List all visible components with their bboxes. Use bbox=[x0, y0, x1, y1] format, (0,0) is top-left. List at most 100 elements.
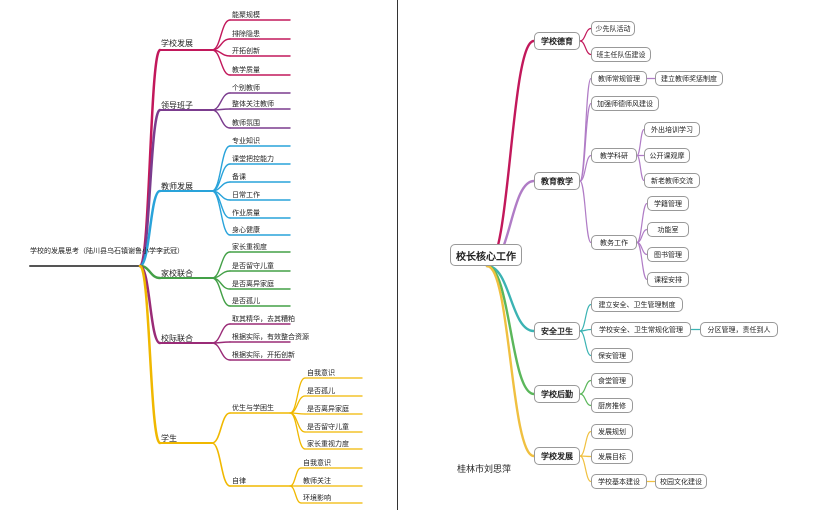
left-leaf[interactable]: 教师氛围 bbox=[232, 119, 260, 127]
left-sub-branch[interactable]: 自律 bbox=[232, 477, 246, 485]
right-leaf[interactable]: 建立安全、卫生管理制度 bbox=[591, 297, 683, 312]
connector bbox=[138, 264, 162, 445]
connector bbox=[485, 264, 536, 333]
left-leaf[interactable]: 家长重视度 bbox=[232, 243, 267, 251]
right-leaf[interactable]: 发展规划 bbox=[591, 424, 633, 439]
left-branch-students[interactable]: 学生 bbox=[161, 434, 177, 443]
right-leaf[interactable]: 功能室 bbox=[647, 222, 689, 237]
right-root-node[interactable]: 校长核心工作 bbox=[450, 244, 522, 266]
right-branch-safety[interactable]: 安全卫生 bbox=[534, 322, 580, 340]
left-leaf[interactable]: 家长重视力度 bbox=[307, 440, 349, 448]
connector bbox=[211, 323, 231, 344]
left-leaf[interactable]: 自我意识 bbox=[307, 369, 335, 377]
right-leaf[interactable]: 学校安全、卫生常规化管理 bbox=[591, 322, 691, 337]
connector bbox=[211, 277, 231, 307]
left-branch-school-development[interactable]: 学校发展 bbox=[161, 39, 193, 48]
connector bbox=[579, 379, 592, 395]
left-leaf[interactable]: 是否留守儿童 bbox=[232, 262, 274, 270]
right-branch-moral-education[interactable]: 学校德育 bbox=[534, 32, 580, 50]
right-leaf[interactable]: 建立教师奖惩制度 bbox=[655, 71, 723, 86]
connector bbox=[579, 430, 592, 457]
right-leaf[interactable]: 少先队活动 bbox=[591, 21, 635, 36]
left-leaf[interactable]: 排除隐患 bbox=[232, 30, 260, 38]
right-branch-school-development[interactable]: 学校发展 bbox=[534, 447, 580, 465]
left-leaf[interactable]: 教师关注 bbox=[303, 477, 331, 485]
left-branch-leadership[interactable]: 领导班子 bbox=[161, 101, 193, 110]
right-leaf[interactable]: 外出培训学习 bbox=[644, 122, 700, 137]
right-leaf[interactable]: 分区管理，责任到人 bbox=[700, 322, 778, 337]
connector bbox=[289, 377, 306, 414]
left-leaf[interactable]: 是否孤儿 bbox=[232, 297, 260, 305]
left-branch-teacher-development[interactable]: 教师发展 bbox=[161, 182, 193, 191]
right-leaf[interactable]: 保安管理 bbox=[591, 348, 633, 363]
right-branch-logistics[interactable]: 学校后勤 bbox=[534, 385, 580, 403]
left-leaf[interactable]: 开拓创新 bbox=[232, 47, 260, 55]
left-branch-home-school[interactable]: 家校联合 bbox=[161, 269, 193, 278]
left-leaf[interactable]: 课堂把控能力 bbox=[232, 155, 274, 163]
connector bbox=[579, 393, 592, 407]
connector bbox=[138, 189, 162, 268]
left-leaf[interactable]: 整体关注教师 bbox=[232, 100, 274, 108]
right-leaf[interactable]: 教学科研 bbox=[591, 148, 637, 163]
left-leaf[interactable]: 是否离异家庭 bbox=[307, 405, 349, 413]
right-branch-teaching[interactable]: 教育教学 bbox=[534, 172, 580, 190]
left-branch-inter-school[interactable]: 校际联合 bbox=[161, 334, 193, 343]
connector bbox=[211, 342, 231, 361]
right-leaf[interactable]: 新老教师交流 bbox=[644, 173, 700, 188]
connector bbox=[579, 102, 592, 182]
left-leaf[interactable]: 根据实际，有效整合资源 bbox=[232, 333, 309, 341]
right-leaf[interactable]: 厨房推修 bbox=[591, 398, 633, 413]
connector bbox=[211, 49, 231, 76]
connector bbox=[289, 485, 302, 504]
right-leaf[interactable]: 课程安排 bbox=[647, 272, 689, 287]
connector bbox=[211, 145, 231, 192]
left-leaf[interactable]: 是否孤儿 bbox=[307, 387, 335, 395]
right-leaf[interactable]: 公开课观摩 bbox=[644, 148, 690, 163]
connector bbox=[636, 241, 648, 281]
connector bbox=[289, 412, 306, 450]
right-leaf[interactable]: 食堂管理 bbox=[591, 373, 633, 388]
right-leaf[interactable]: 图书管理 bbox=[647, 247, 689, 262]
left-leaf[interactable]: 身心健康 bbox=[232, 226, 260, 234]
left-leaf[interactable]: 专业知识 bbox=[232, 137, 260, 145]
connector bbox=[579, 303, 592, 332]
left-leaf[interactable]: 根据实际，开拓创新 bbox=[232, 351, 295, 359]
left-leaf[interactable]: 取其精华，去其糟粕 bbox=[232, 315, 295, 323]
connector bbox=[579, 455, 592, 483]
left-leaf[interactable]: 作业质量 bbox=[232, 209, 260, 217]
right-leaf[interactable]: 发展目标 bbox=[591, 449, 633, 464]
left-leaf[interactable]: 教学质量 bbox=[232, 66, 260, 74]
right-leaf[interactable]: 加强师德师风建设 bbox=[591, 96, 659, 111]
left-leaf[interactable]: 备课 bbox=[232, 173, 246, 181]
right-leaf[interactable]: 班主任队伍建设 bbox=[591, 47, 651, 62]
right-leaf[interactable]: 校园文化建设 bbox=[655, 474, 707, 489]
connector bbox=[211, 109, 231, 129]
right-leaf[interactable]: 教师常规管理 bbox=[591, 71, 647, 86]
connector bbox=[579, 180, 592, 244]
left-leaf[interactable]: 个别教师 bbox=[232, 84, 260, 92]
right-leaf[interactable]: 学籍管理 bbox=[647, 196, 689, 211]
connector bbox=[636, 128, 645, 157]
author-label: 桂林市刘思萍 bbox=[457, 465, 512, 475]
left-leaf[interactable]: 是否留守儿童 bbox=[307, 423, 349, 431]
left-sub-branch[interactable]: 优生与学困生 bbox=[232, 404, 274, 412]
connector bbox=[485, 39, 536, 268]
connector bbox=[579, 154, 592, 182]
left-leaf[interactable]: 能聚规模 bbox=[232, 11, 260, 19]
connector bbox=[211, 442, 231, 487]
left-leaf[interactable]: 自我意识 bbox=[303, 459, 331, 467]
left-leaf[interactable]: 日常工作 bbox=[232, 191, 260, 199]
right-leaf[interactable]: 学校基本建设 bbox=[591, 474, 647, 489]
connector bbox=[579, 27, 592, 42]
left-root-node[interactable]: 学校的发展思考（陆川县乌石镇谢鲁小学李武冠） bbox=[30, 247, 184, 255]
right-leaf[interactable]: 教务工作 bbox=[591, 235, 637, 250]
connector bbox=[636, 202, 648, 244]
connector bbox=[579, 40, 592, 56]
connector bbox=[211, 190, 231, 236]
connector bbox=[211, 412, 231, 444]
connector bbox=[636, 154, 645, 182]
left-leaf[interactable]: 是否离异家庭 bbox=[232, 280, 274, 288]
left-leaf[interactable]: 环境影响 bbox=[303, 494, 331, 502]
connector bbox=[485, 264, 536, 458]
